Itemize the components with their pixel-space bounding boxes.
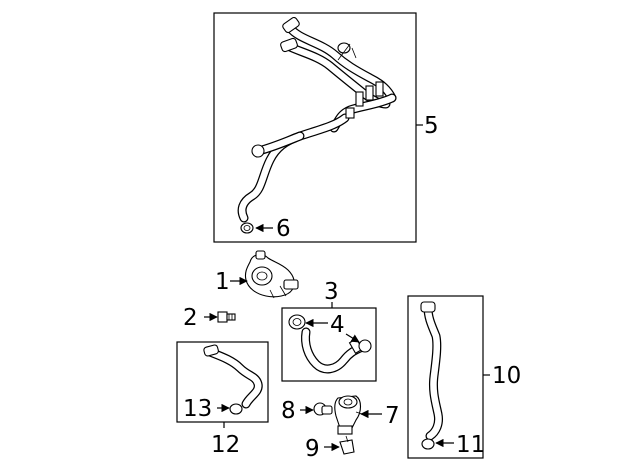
hose-kit-10-box [407,295,484,459]
callout-7: 7 [385,403,400,429]
callout-8: 8 [281,398,296,424]
callout-13: 13 [183,396,212,422]
hose-kit-12-group: 13 12 [176,341,269,458]
hose-kit-3-group: 3 4 [281,279,377,382]
callout-11: 11 [456,432,485,458]
callout-10: 10 [492,363,521,389]
coolant-hose-12 [203,344,263,409]
callout-1: 1 [215,269,230,295]
hose-clamp-4a [288,314,306,330]
callout-12: 12 [211,432,240,458]
bolt [217,311,236,323]
hose-assembly [237,16,397,223]
hose-kit-10-group: 11 10 [407,295,521,459]
fitting-8 [313,402,333,416]
hose-clamp-6 [240,222,254,234]
hose-clamp-4b [358,339,372,353]
callout-4: 4 [330,312,345,338]
leader-4b [345,333,360,343]
callout-9: 9 [305,436,320,462]
coolant-valve [334,395,363,435]
hose-clamp-13 [229,403,243,415]
hose-assembly-group: 6 5 [213,12,439,243]
bracket-9 [339,435,355,455]
callout-3: 3 [324,279,339,305]
coolant-hose-10 [420,301,443,441]
coolant-hose-3 [301,327,365,374]
callout-2: 2 [183,305,198,331]
water-pump [244,250,299,299]
callout-5: 5 [424,113,439,139]
callout-6: 6 [276,216,291,242]
hose-clamp-11 [421,438,435,450]
